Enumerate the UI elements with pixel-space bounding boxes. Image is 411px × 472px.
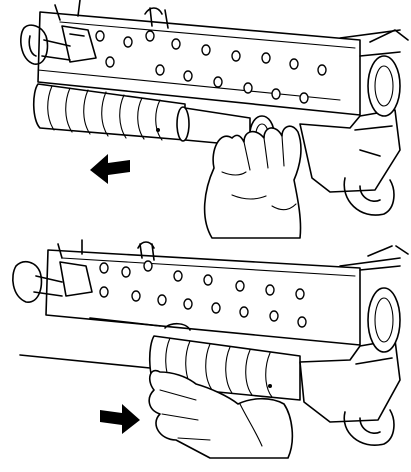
top-panel — [20, 0, 409, 239]
hand-top — [203, 125, 302, 239]
upper-handguard — [37, 0, 401, 116]
receiver-bottom — [299, 245, 409, 446]
arrow-left — [90, 154, 130, 184]
arrow-right — [100, 404, 140, 434]
bottom-panel — [12, 239, 409, 459]
hand-bottom — [148, 369, 294, 459]
sling-swivel-bottom — [12, 260, 63, 303]
receiver — [299, 29, 409, 216]
launcher-tube — [32, 83, 275, 153]
upper-handguard-bottom — [45, 239, 401, 346]
vent-holes — [95, 30, 327, 104]
vent-holes-bottom — [99, 260, 307, 328]
